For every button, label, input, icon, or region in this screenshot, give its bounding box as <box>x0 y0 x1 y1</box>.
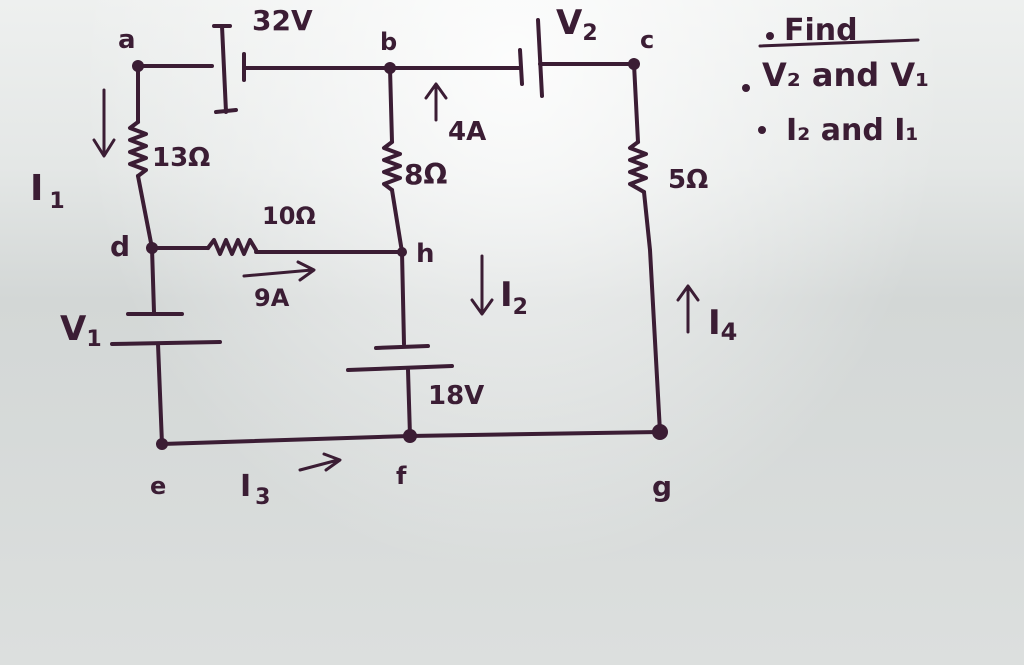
node-b-dot <box>384 62 396 74</box>
notes-heading-underline <box>758 38 920 48</box>
node-h-dot <box>397 247 407 257</box>
label-i1-main: I <box>30 168 43 209</box>
wire-13ohm-to-d <box>136 174 154 250</box>
label-v1-main: V <box>60 309 87 349</box>
wire-v1-to-e <box>156 342 164 446</box>
battery-v2-long-plate <box>536 18 544 98</box>
label-v2: V2 <box>556 3 598 46</box>
label-v2-sub: 2 <box>582 21 597 46</box>
label-9a: 9A <box>254 284 290 312</box>
wire-8ohm-to-h <box>390 188 404 254</box>
resistor-10-ohm <box>206 238 258 256</box>
label-5-ohm: 5Ω <box>668 165 708 195</box>
label-i4: I4 <box>708 303 737 346</box>
node-label-f: f <box>396 462 407 490</box>
label-i3-main: I <box>240 469 251 504</box>
arrow-i1-down <box>92 88 116 158</box>
label-i2-main: I <box>500 275 513 315</box>
node-a-dot <box>132 60 144 72</box>
label-i2: I2 <box>500 275 528 320</box>
wire-c-down <box>632 62 640 144</box>
wire-18v-to-f <box>406 368 412 438</box>
arrow-i4-up <box>676 284 700 334</box>
label-v2-main: V <box>556 3 583 43</box>
node-f-dot <box>403 429 417 443</box>
battery-v1-long-plate <box>110 340 222 346</box>
battery-v2-short-plate <box>518 48 524 86</box>
node-c-dot <box>628 58 640 70</box>
resistor-13-ohm <box>128 120 148 178</box>
node-e-dot <box>156 438 168 450</box>
label-v1: V1 <box>60 309 102 352</box>
label-v1-sub: 1 <box>86 327 101 352</box>
node-label-b: b <box>380 28 397 56</box>
arrow-i3-right <box>298 452 342 472</box>
node-label-a: a <box>118 25 136 55</box>
wire-e-to-f <box>160 434 412 446</box>
node-label-d: d <box>110 230 130 263</box>
node-g-dot <box>652 424 668 440</box>
node-d-dot <box>146 242 158 254</box>
label-i2-sub: 2 <box>513 295 528 320</box>
notes-line2: I₂ and I₁ <box>786 113 919 148</box>
node-label-e: e <box>150 472 166 500</box>
battery-18v-short-plate <box>374 344 430 350</box>
arrow-9a-right <box>242 260 316 282</box>
wire-b-down <box>388 66 394 144</box>
label-i3-sub: 3 <box>255 485 270 510</box>
notes-bullet-heading <box>766 32 774 40</box>
label-13-ohm: 13Ω <box>152 143 210 173</box>
battery-32v-long-plate <box>212 24 238 114</box>
node-label-h: h <box>416 239 435 269</box>
label-i1-sub: 1 <box>49 189 64 214</box>
wire-5ohm-to-g <box>642 190 662 434</box>
notes-line1: V₂ and V₁ <box>762 56 929 94</box>
label-i4-sub: 4 <box>721 318 738 346</box>
resistor-8-ohm <box>382 140 402 192</box>
arrow-i2-down <box>470 254 494 316</box>
notes-bullet-2 <box>758 126 766 134</box>
label-32v: 32V <box>252 4 313 37</box>
battery-18v-long-plate <box>346 364 454 372</box>
wire-h-to-18v <box>400 250 406 346</box>
label-4a: 4A <box>448 117 486 147</box>
notes-bullet-1 <box>742 84 750 92</box>
label-8-ohm: 8Ω <box>404 158 447 191</box>
resistor-5-ohm <box>628 140 648 194</box>
arrow-4a-up <box>424 82 448 122</box>
wire-f-to-g <box>408 430 662 438</box>
label-18v: 18V <box>428 381 484 411</box>
node-label-c: c <box>640 26 654 54</box>
node-label-g: g <box>652 470 672 503</box>
label-10-ohm: 10Ω <box>262 202 316 230</box>
label-i4-main: I <box>708 303 721 343</box>
wire-d-to-v1 <box>150 246 156 314</box>
